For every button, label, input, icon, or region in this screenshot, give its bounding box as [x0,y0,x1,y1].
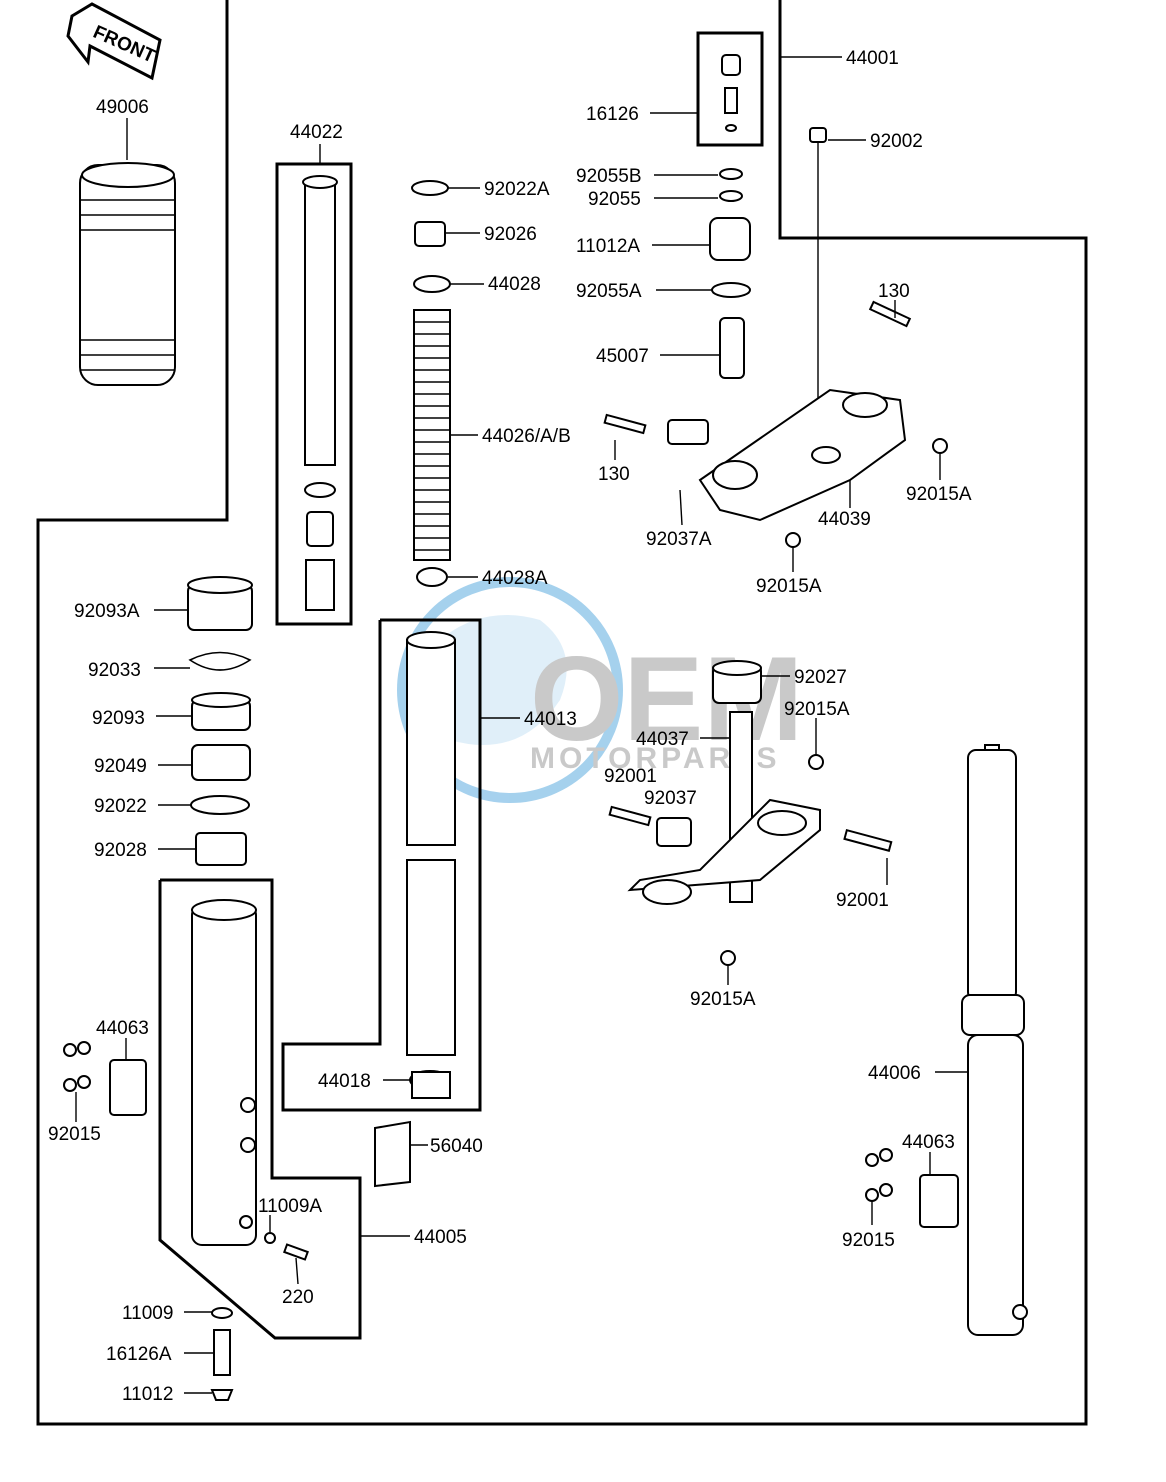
label-11012: 11012 [122,1384,173,1405]
label-92055B: 92055B [576,166,642,187]
label-130-top: 130 [878,281,910,302]
outer-tube-left [191,899,257,1246]
label-44022: 44022 [290,122,343,143]
label-16126A: 16126A [106,1344,172,1365]
label-92037A: 92037A [646,529,712,550]
label-92022: 92022 [94,796,147,817]
axle-hardware [210,1232,309,1401]
label-11009: 11009 [122,1303,173,1324]
top-cap-parts [709,127,827,440]
label-16126: 16126 [586,104,639,125]
label-92033: 92033 [88,660,141,681]
label-220: 220 [282,1287,314,1308]
label-44006: 44006 [868,1063,921,1084]
leader-lines [75,56,968,1394]
label-92001-left: 92001 [604,766,657,787]
label-92026: 92026 [484,224,537,245]
label-44063-left: 44063 [96,1018,149,1039]
label-44018: 44018 [318,1071,371,1092]
label-44039: 44039 [818,509,871,530]
bracket-right [865,1148,959,1228]
label-92001-right: 92001 [836,890,889,911]
inner-tube-group-frame [281,618,482,1112]
damper-rod [302,175,338,611]
label-11009A: 11009A [258,1196,322,1217]
label-92015A-mid: 92015A [784,699,850,720]
label-92015A-lower: 92015A [690,989,756,1010]
air-valve-group-frame [696,31,764,147]
part-labels: 49006 44022 92022A 92026 44028 44026/A/B… [48,48,972,1405]
fork-spring-stack [411,180,451,587]
label-92049: 92049 [94,756,147,777]
label-92055A: 92055A [576,281,642,302]
main-frame-outline [36,0,1088,1426]
outer-tube-group-frame [158,878,362,1340]
label-44026: 44026/A/B [482,426,571,447]
label-11012A: 11012A [576,236,640,257]
label-45007: 45007 [596,346,649,367]
label-44063-right: 44063 [902,1132,955,1153]
label-44028: 44028 [488,274,541,295]
label-92002: 92002 [870,131,923,152]
bracket-left [63,1041,147,1116]
label-130-left: 130 [598,464,630,485]
air-valve [721,54,741,132]
label-92015-left: 92015 [48,1124,101,1145]
label-49006: 49006 [96,97,149,118]
label-56040: 56040 [430,1136,483,1157]
label-92022A: 92022A [484,179,550,200]
fork-assembly-right [961,744,1028,1336]
damper-rod-group-frame [275,162,353,626]
label-44028A: 44028A [482,568,548,589]
label-44037: 44037 [636,729,689,750]
label-92093: 92093 [92,708,145,729]
label-92015A-upper-right: 92015A [906,484,972,505]
inner-tube [406,631,456,1099]
label-92027: 92027 [794,667,847,688]
fork-boot [79,162,176,386]
front-arrow-icon: FRONT [66,2,162,81]
label-44001: 44001 [846,48,899,69]
label-92037: 92037 [644,788,697,809]
label-92093A: 92093A [74,601,140,622]
label-44013: 44013 [524,709,577,730]
label-92015A-upper: 92015A [756,576,822,597]
label-92028: 92028 [94,840,147,861]
lower-triple-clamp [608,660,893,966]
fork-sheet [374,1120,411,1188]
seal-stack [187,576,253,866]
label-44005: 44005 [414,1227,467,1248]
label-92015-right: 92015 [842,1230,895,1251]
label-92055: 92055 [588,189,641,210]
upper-triple-clamp [603,300,948,548]
